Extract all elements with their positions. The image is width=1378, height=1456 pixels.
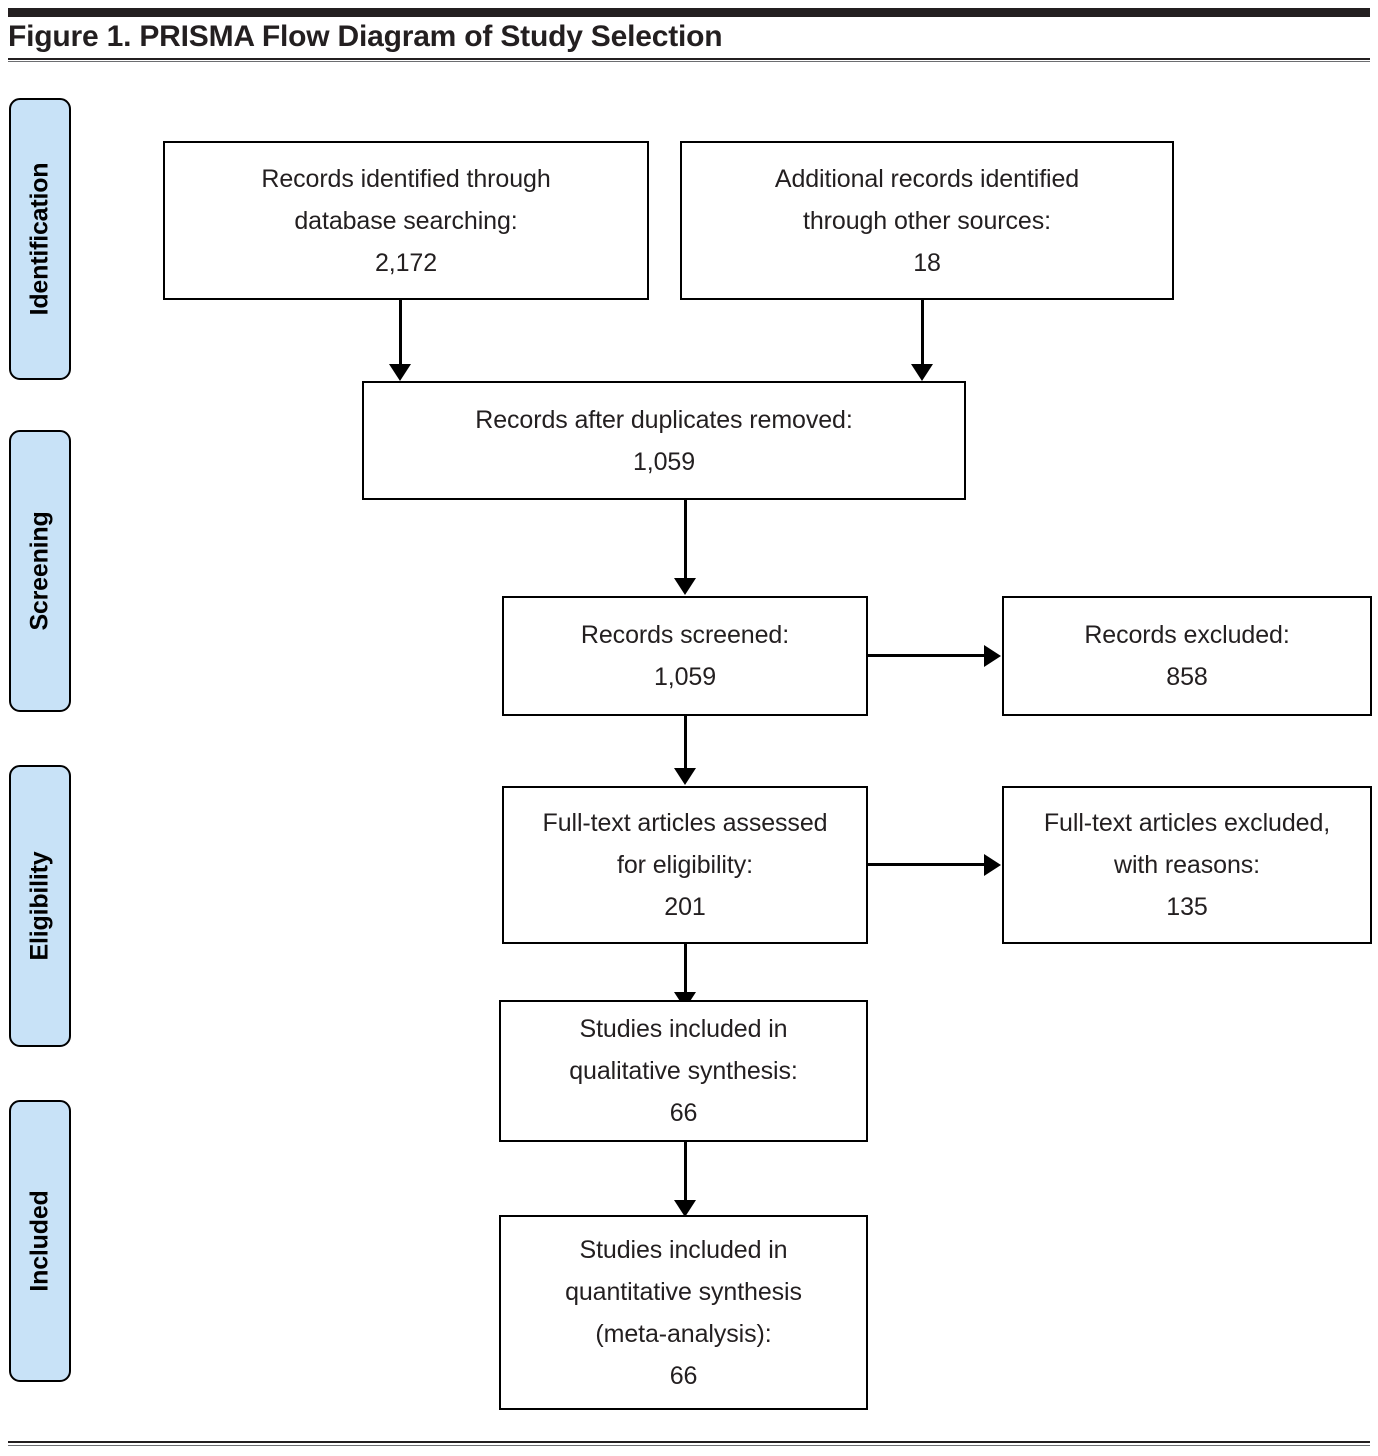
connector-qualitative-to-quantitative [684,1142,687,1202]
stage-label-eligibility-text: Eligibility [25,851,54,961]
node-records-screened: Records screened: 1,059 [502,596,868,716]
stage-label-included-text: Included [25,1190,54,1292]
top-rule [8,8,1370,17]
node-line: quantitative synthesis [565,1277,802,1306]
stage-label-screening: Screening [9,430,71,712]
connector-screened-to-fulltext [684,716,687,770]
node-line: with reasons: [1114,851,1260,879]
node-fulltext-assessed: Full-text articles assessed for eligibil… [502,786,868,944]
node-line: through other sources: [803,206,1051,235]
node-line: Additional records identified [774,164,1080,193]
node-line: qualitative synthesis: [569,1057,798,1085]
node-qualitative-synthesis: Studies included in qualitative synthesi… [499,1000,868,1142]
connector-database-to-duplicates [399,300,402,366]
connector-screened-to-excluded [868,654,985,657]
stage-label-identification-text: Identification [25,162,54,316]
node-quantitative-synthesis: Studies included in quantitative synthes… [499,1215,868,1410]
node-records-excluded: Records excluded: 858 [1002,596,1372,716]
node-value: 2,172 [374,248,438,277]
node-line: Records identified through [261,164,551,193]
arrow-screened-to-excluded [984,645,1001,667]
node-records-identified-database: Records identified through database sear… [163,141,649,300]
bottom-divider [8,1441,1370,1446]
stage-label-identification: Identification [9,98,71,380]
node-value: 135 [1166,893,1208,921]
node-line: Records after duplicates removed: [475,405,853,434]
node-line: database searching: [294,206,518,235]
connector-other-to-duplicates [921,300,924,366]
connector-fulltext-to-excluded [868,863,985,866]
stage-label-included: Included [9,1100,71,1382]
node-line: Full-text articles assessed [542,809,828,837]
stage-label-eligibility: Eligibility [9,765,71,1047]
node-value: 858 [1166,663,1208,691]
arrow-database-to-duplicates [389,364,411,381]
node-fulltext-excluded: Full-text articles excluded, with reason… [1002,786,1372,944]
node-value: 201 [664,893,706,921]
node-value: 66 [669,1361,698,1390]
node-additional-records-other-sources: Additional records identified through ot… [680,141,1174,300]
node-line: Studies included in [579,1015,788,1043]
stage-label-screening-text: Screening [25,511,54,631]
arrow-screened-to-fulltext [674,768,696,785]
arrow-qualitative-to-quantitative [674,1200,696,1217]
node-line: Records screened: [580,621,790,649]
node-value: 1,059 [632,447,696,476]
arrow-duplicates-to-screened [674,578,696,595]
node-value: 18 [913,248,941,277]
node-value: 1,059 [653,663,717,691]
node-line: for eligibility: [617,851,753,879]
node-line: Studies included in [579,1235,788,1264]
connector-fulltext-to-qualitative [684,944,687,994]
arrow-other-to-duplicates [911,364,933,381]
node-line: (meta-analysis): [595,1319,772,1348]
node-line: Records excluded: [1084,621,1290,649]
arrow-fulltext-to-excluded [984,854,1001,876]
node-value: 66 [669,1099,698,1127]
title-divider [8,58,1370,62]
node-line: Full-text articles excluded, [1043,809,1331,837]
figure-title: Figure 1. PRISMA Flow Diagram of Study S… [8,20,723,53]
node-records-after-duplicates: Records after duplicates removed: 1,059 [362,381,966,500]
connector-duplicates-to-screened [684,500,687,580]
